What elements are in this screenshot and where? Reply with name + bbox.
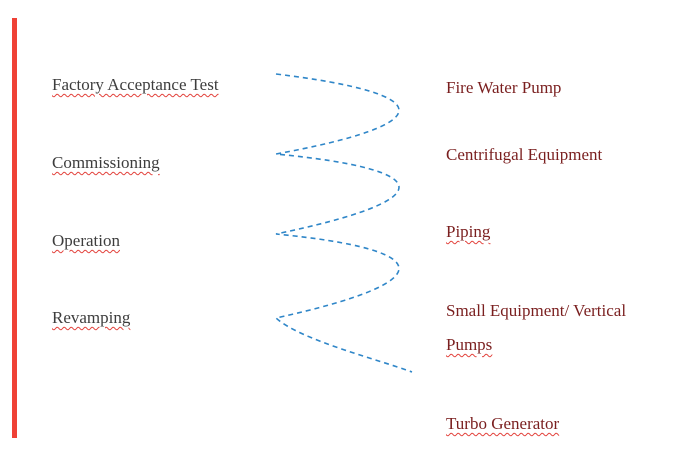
right-item-small-equipment-vertical: Small Equipment/ Vertical bbox=[446, 301, 627, 320]
right-item-turbo-generator: Turbo Generator bbox=[446, 414, 560, 433]
left-item-operation: Operation bbox=[52, 231, 120, 250]
right-item-piping: Piping bbox=[446, 222, 491, 241]
left-item-revamping: Revamping bbox=[52, 308, 131, 327]
right-item-centrifugal-equipment: Centrifugal Equipment bbox=[446, 145, 603, 164]
left-item-commissioning: Commissioning bbox=[52, 153, 160, 172]
right-item-fire-water-pump: Fire Water Pump bbox=[446, 78, 562, 97]
left-item-factory-acceptance-test: Factory Acceptance Test bbox=[52, 75, 219, 94]
right-item-pumps: Pumps bbox=[446, 335, 493, 354]
accent-bar bbox=[12, 18, 17, 438]
